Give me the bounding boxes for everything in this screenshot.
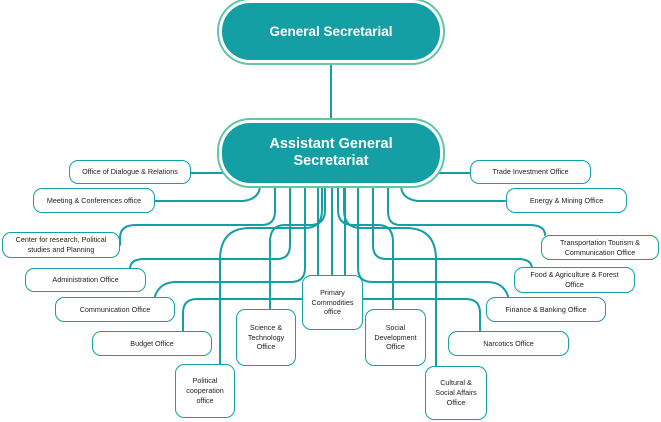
assistant-general-secretariat-node: Assistant General Secretariat — [222, 123, 440, 183]
connector-meeting — [154, 184, 261, 202]
office-energy-mining: Energy & Mining Office — [506, 188, 627, 213]
office-political-cooperation: Political cooperation office — [175, 364, 235, 418]
connector-science — [269, 184, 326, 311]
assistant-general-secretariat-line2: Secretariat — [293, 153, 369, 169]
connector-food — [372, 184, 533, 270]
connector-transport — [387, 184, 546, 236]
office-budget: Budget Office — [92, 331, 212, 356]
office-food-agriculture-forest: Food & Agriculture & Forest Office — [514, 267, 635, 293]
office-administration: Administration Office — [25, 268, 146, 292]
connector-research — [119, 184, 276, 246]
office-meeting-conferences: Meeting & Conferences office — [33, 188, 155, 213]
connector-communication — [154, 184, 306, 298]
connector-social — [337, 184, 394, 310]
connector-finance — [357, 184, 509, 298]
general-secretarial-node: General Secretarial — [222, 3, 440, 60]
connector-administration — [129, 184, 291, 270]
office-communication: Communication Office — [55, 297, 175, 322]
office-social-development: Social Development Office — [365, 309, 426, 366]
office-primary-commodities: Primary Commodities office — [302, 275, 363, 330]
office-transportation-tourism: Transportation Tourism & Communication O… — [541, 235, 659, 260]
office-trade-investment: Trade Investment Office — [470, 160, 591, 184]
assistant-general-secretariat-line1: Assistant General — [269, 135, 393, 152]
connector-political — [219, 184, 323, 367]
connector-energy — [400, 184, 506, 202]
office-science-technology: Science & Technology Office — [236, 309, 296, 366]
office-dialogue-relations: Office of Dialogue & Relations — [69, 160, 191, 184]
office-research-planning: Center for research, Political studies a… — [2, 232, 120, 258]
general-secretarial-label: General Secretarial — [269, 24, 393, 39]
office-narcotics: Narcotics Office — [448, 331, 569, 356]
office-finance-banking: Finance & Banking Office — [486, 297, 606, 322]
office-cultural-social-affairs: Cultural & Social Affairs Office — [425, 366, 487, 420]
